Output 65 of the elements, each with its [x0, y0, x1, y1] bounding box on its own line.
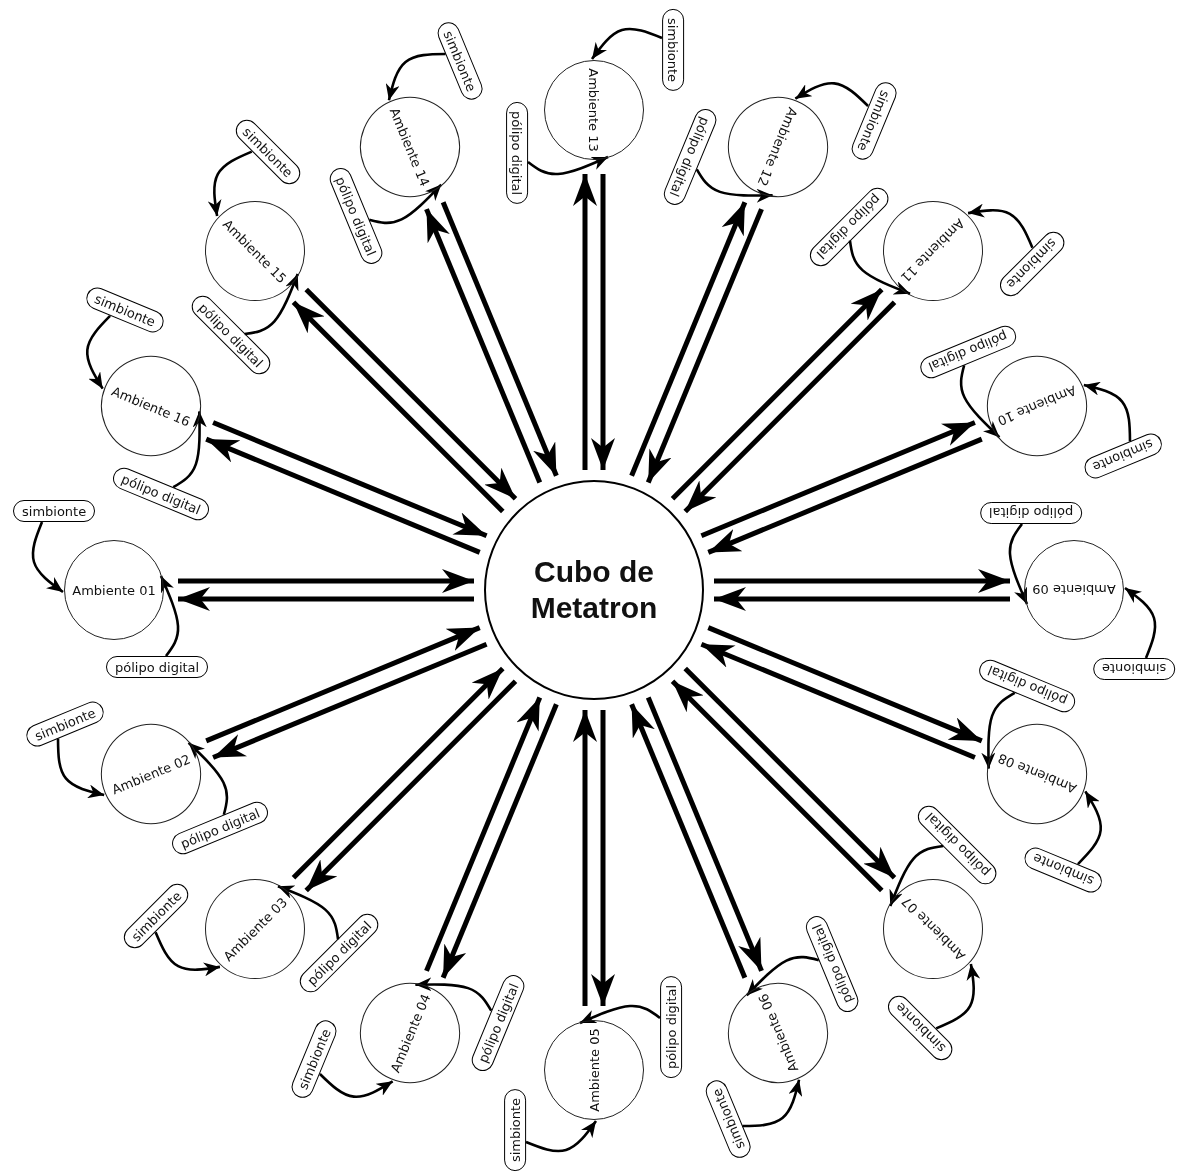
curved-arrow [187, 741, 229, 816]
arrow [714, 587, 1010, 611]
curved-arrow [277, 885, 340, 940]
curved-arrow [794, 81, 869, 107]
central-circle: Cubo de Metatron [484, 480, 704, 700]
curved-arrow [385, 52, 446, 101]
arrow [670, 287, 884, 501]
curved-arrow [159, 575, 180, 657]
curved-arrow [31, 521, 64, 594]
arrow [683, 300, 897, 514]
arrow [683, 666, 897, 880]
arrow [629, 201, 748, 477]
curved-arrow [742, 1079, 803, 1128]
arrow [573, 710, 597, 1006]
curved-arrow [244, 273, 299, 336]
arrow [440, 703, 559, 979]
arrow [178, 569, 474, 593]
curved-arrow [695, 168, 773, 203]
curved-arrow [319, 1073, 394, 1099]
arrow [440, 201, 559, 477]
arrow [707, 625, 983, 744]
arrow [707, 436, 983, 555]
arrow [212, 641, 488, 760]
curved-arrow [745, 955, 820, 997]
arrow [700, 641, 976, 760]
curved-arrow [590, 27, 663, 60]
arrow [670, 679, 884, 893]
curved-arrow [981, 691, 1016, 769]
curved-arrow [848, 240, 911, 295]
arrow [424, 696, 543, 972]
curved-arrow [525, 1120, 598, 1153]
curved-arrow [415, 977, 493, 1012]
curved-arrow [935, 963, 981, 1030]
curved-arrow [1008, 523, 1029, 605]
curved-arrow [1083, 381, 1132, 442]
arrow [205, 625, 481, 744]
arrow [700, 420, 976, 539]
curved-arrow [154, 931, 221, 977]
arrow [178, 587, 474, 611]
curved-arrow [85, 315, 111, 390]
curved-arrow [172, 411, 207, 489]
arrow [591, 710, 615, 1006]
curved-arrow [959, 364, 1001, 439]
curved-arrow [368, 183, 443, 225]
curved-arrow [527, 155, 609, 176]
arrow [424, 208, 543, 484]
arrow [304, 287, 518, 501]
curved-arrow [1077, 790, 1103, 865]
arrow [573, 174, 597, 470]
curved-arrow [579, 1004, 661, 1025]
arrow [291, 300, 505, 514]
arrow [645, 208, 764, 484]
arrow [645, 696, 764, 972]
curved-arrow [56, 738, 105, 799]
arrow [205, 436, 481, 555]
arrow [629, 703, 748, 979]
arrow [304, 679, 518, 893]
curved-arrow [207, 150, 253, 217]
curved-arrow [889, 844, 944, 907]
arrow [714, 569, 1010, 593]
curved-arrow [967, 203, 1034, 249]
arrow [212, 420, 488, 539]
arrow [291, 666, 505, 880]
arrow [591, 174, 615, 470]
curved-arrow [1124, 586, 1157, 659]
